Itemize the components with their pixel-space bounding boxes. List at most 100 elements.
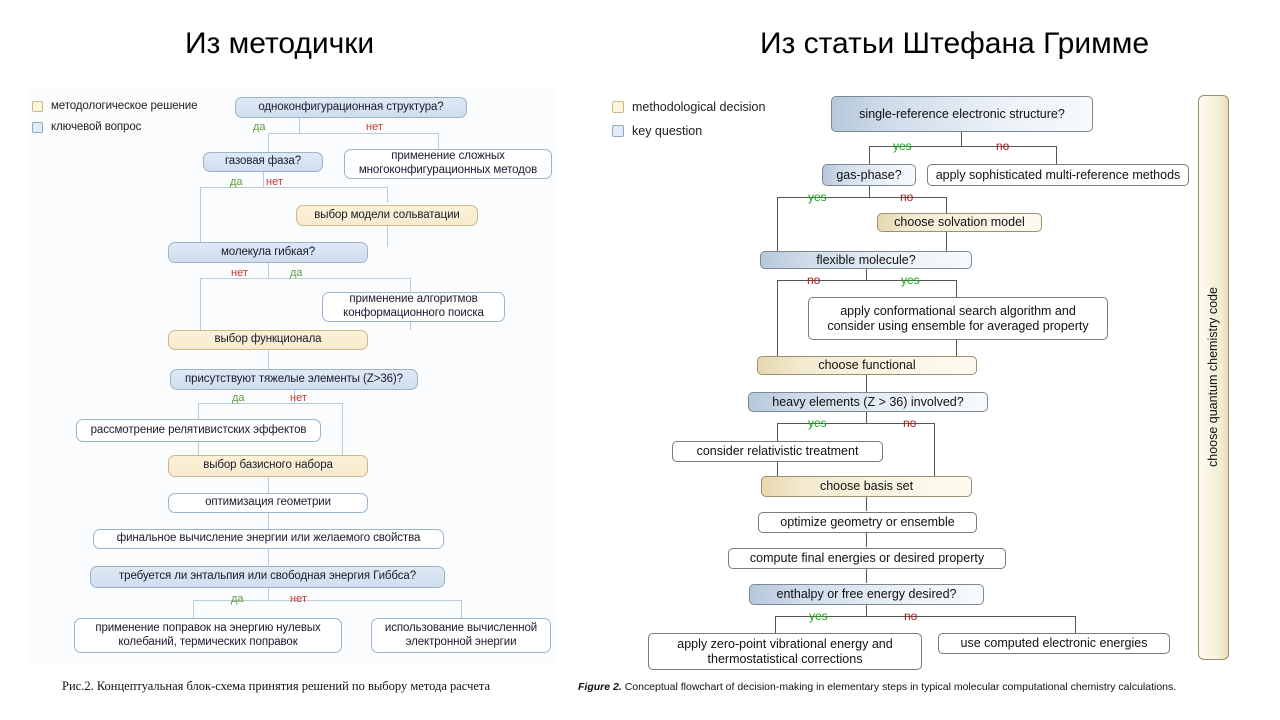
- node-heavy-elements[interactable]: присутствуют тяжелые элементы (Z>36)?: [170, 369, 418, 390]
- node-label: gas-phase?: [836, 167, 902, 182]
- node-label: choose basis set: [819, 479, 914, 494]
- connector: [777, 280, 778, 356]
- connector: [1056, 146, 1057, 164]
- node-relativistic-effects[interactable]: рассмотрение релятивистских эффектов: [76, 419, 321, 442]
- connector: [410, 278, 411, 292]
- branch-label-no: нет: [290, 392, 307, 404]
- branch-label-yes: да: [230, 176, 243, 188]
- node-final-energy[interactable]: финальное вычисление энергии или желаемо…: [93, 529, 444, 549]
- node-choose-quantum-chemistry-code[interactable]: choose quantum chemistry code: [1198, 95, 1229, 660]
- title-left: Из методички: [185, 27, 375, 60]
- branch-label-yes: yes: [808, 190, 827, 204]
- branch-label-yes: yes: [808, 416, 827, 430]
- connector: [198, 442, 199, 455]
- title-right: Из статьи Штефана Гримме: [760, 27, 1150, 60]
- node-label: финальное вычисление энергии или желаемо…: [116, 532, 421, 545]
- connector: [866, 412, 867, 423]
- connector: [299, 118, 300, 133]
- node-label: choose quantum chemistry code: [1206, 287, 1221, 468]
- node-label: оптимизация геометрии: [205, 496, 331, 509]
- node-label: flexible molecule?: [816, 252, 916, 267]
- left-caption: Рис.2. Концептуальная блок-схема приняти…: [62, 679, 491, 693]
- node-zero-point-corrections[interactable]: apply zero-point vibrational energy and …: [648, 633, 922, 670]
- node-choose-basis-set[interactable]: выбор базисного набора: [168, 455, 368, 477]
- connector: [200, 187, 387, 188]
- node-relativistic-treatment[interactable]: consider relativistic treatment: [672, 441, 883, 462]
- node-label: газовая фаза?: [224, 155, 302, 168]
- legend-swatch-yellow-icon: [612, 101, 624, 113]
- node-use-electronic-energies[interactable]: use computed electronic energies: [938, 633, 1170, 654]
- node-optimize-geometry[interactable]: оптимизация геометрии: [168, 493, 368, 513]
- right-caption-prefix: Figure 2.: [578, 681, 622, 693]
- connector: [268, 477, 269, 493]
- node-single-reference-structure[interactable]: одноконфигурационная структура?: [235, 97, 467, 118]
- right-caption: Figure 2. Conceptual flowchart of decisi…: [578, 681, 1176, 693]
- connector: [777, 280, 956, 281]
- node-label: рассмотрение релятивистских эффектов: [90, 423, 307, 436]
- connector: [342, 403, 343, 455]
- node-use-electronic-energy[interactable]: использование вычисленной электронной эн…: [371, 618, 551, 653]
- connector: [387, 226, 388, 247]
- node-heavy-elements[interactable]: heavy elements (Z > 36) involved?: [748, 392, 988, 412]
- branch-label-no: нет: [231, 267, 248, 279]
- node-label: choose functional: [818, 358, 916, 373]
- node-multireference-methods[interactable]: применение сложных многоконфигурационных…: [344, 149, 552, 179]
- connector: [268, 133, 269, 152]
- connector: [268, 133, 438, 134]
- node-label: присутствуют тяжелые элементы (Z>36)?: [185, 372, 403, 385]
- node-solvation-model[interactable]: choose solvation model: [877, 213, 1042, 232]
- connector: [777, 423, 778, 441]
- connector: [869, 186, 870, 197]
- node-zero-point-corrections[interactable]: применение поправок на энергию нулевых к…: [74, 618, 342, 653]
- connector: [268, 549, 269, 565]
- branch-label-yes: yes: [893, 139, 912, 153]
- connector: [387, 187, 388, 203]
- connector: [268, 263, 269, 278]
- node-label: compute final energies or desired proper…: [749, 551, 985, 566]
- legend-label: ключевой вопрос: [51, 121, 142, 133]
- right-legend: methodological decision key question: [612, 100, 765, 148]
- node-conformational-search[interactable]: применение алгоритмов конформационного п…: [322, 292, 505, 322]
- branch-label-no: нет: [266, 176, 283, 188]
- connector: [200, 278, 410, 279]
- node-single-reference-structure[interactable]: single-reference electronic structure?: [831, 96, 1093, 132]
- node-choose-functional[interactable]: выбор функционала: [168, 330, 368, 350]
- legend-item-key-question: key question: [612, 124, 765, 138]
- node-flexible-molecule[interactable]: молекула гибкая?: [168, 242, 368, 263]
- connector: [956, 280, 957, 297]
- node-label: выбор функционала: [214, 333, 322, 346]
- connector: [461, 600, 462, 618]
- node-label: применение алгоритмов конформационного п…: [343, 293, 484, 319]
- branch-label-yes: да: [231, 593, 244, 605]
- connector: [956, 340, 957, 356]
- node-flexible-molecule[interactable]: flexible molecule?: [760, 251, 972, 269]
- node-solvation-model[interactable]: выбор модели сольватации: [296, 205, 478, 226]
- node-label: применение поправок на энергию нулевых к…: [95, 621, 321, 648]
- node-gas-phase[interactable]: gas-phase?: [822, 164, 916, 186]
- connector: [866, 533, 867, 547]
- node-conformational-search[interactable]: apply conformational search algorithm an…: [808, 297, 1108, 340]
- node-optimize-geometry[interactable]: optimize geometry or ensemble: [758, 512, 977, 533]
- node-gas-phase[interactable]: газовая фаза?: [203, 152, 323, 172]
- branch-label-no: no: [900, 190, 914, 204]
- node-choose-functional[interactable]: choose functional: [757, 356, 977, 375]
- node-label: optimize geometry or ensemble: [780, 515, 955, 530]
- branch-label-no: no: [996, 139, 1010, 153]
- node-enthalpy-or-free-energy[interactable]: enthalpy or free energy desired?: [749, 584, 984, 605]
- node-label: молекула гибкая?: [220, 245, 316, 258]
- connector: [961, 132, 962, 146]
- node-choose-basis-set[interactable]: choose basis set: [761, 476, 972, 497]
- node-compute-final-energies[interactable]: compute final energies or desired proper…: [728, 548, 1006, 569]
- branch-label-yes: yes: [901, 273, 920, 287]
- legend-label: методологическое решение: [51, 100, 198, 112]
- node-label: enthalpy or free energy desired?: [776, 587, 957, 602]
- node-enthalpy-or-free-energy[interactable]: требуется ли энтальпия или свободная эне…: [90, 566, 445, 588]
- connector: [1075, 616, 1076, 633]
- node-multireference-methods[interactable]: apply sophisticated multi-reference meth…: [927, 164, 1189, 186]
- legend-label: methodological decision: [632, 100, 766, 114]
- node-label: применение сложных многоконфигурационных…: [358, 150, 538, 176]
- connector: [777, 197, 946, 198]
- connector: [198, 403, 342, 404]
- connector: [869, 146, 1056, 147]
- connector: [866, 605, 867, 616]
